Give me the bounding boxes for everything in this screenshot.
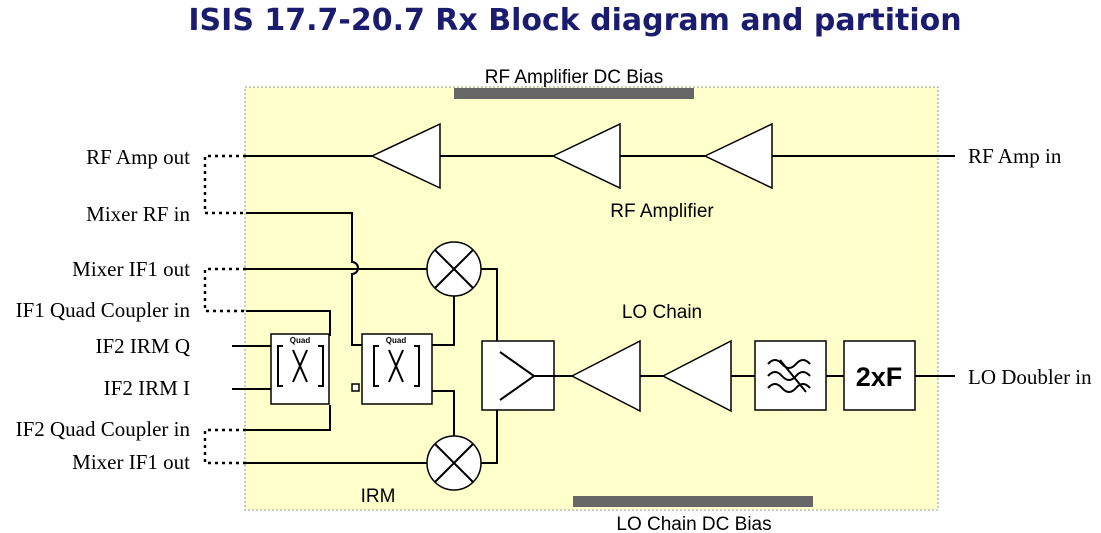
- port-if1-quad-coupler-in: IF1 Quad Coupler in: [16, 298, 191, 322]
- port-if2-irm-i: IF2 IRM I: [104, 376, 190, 400]
- port-mixer-if1-out-top: Mixer IF1 out: [72, 257, 190, 281]
- rf-amplifier-label: RF Amplifier: [610, 201, 714, 222]
- rf-amp-2-icon: [551, 122, 621, 190]
- coupler-to-mixer-top: [432, 289, 455, 346]
- port-if2-irm-q: IF2 IRM Q: [95, 334, 190, 358]
- rf-amp-3-icon: [703, 122, 773, 190]
- page-title: ISIS 17.7-20.7 Rx Block diagram and part…: [188, 3, 961, 38]
- lo-amp-2-icon: [661, 339, 732, 413]
- svg-text:2xF: 2xF: [856, 362, 903, 392]
- if2-coupler-wire: [246, 405, 331, 431]
- rf-dc-bias-bar: [454, 88, 694, 99]
- lo-dc-bias-label: LO Chain DC Bias: [616, 514, 771, 533]
- if1-coupler-wire: [246, 310, 331, 336]
- port-if2-quad-coupler-in: IF2 Quad Coupler in: [16, 417, 191, 441]
- irm-label: IRM: [361, 486, 396, 507]
- mixer-to-splitter-bottom: [481, 410, 498, 464]
- quad-coupler-2: Quad: [361, 333, 433, 405]
- lo-chain-label: LO Chain: [622, 302, 702, 323]
- mixer-bottom-icon: [426, 435, 482, 491]
- mixer-to-splitter-top: [481, 268, 498, 341]
- loopback-rf: [203, 154, 246, 215]
- port-lo-doubler-in: LO Doubler in: [968, 365, 1092, 389]
- port-mixer-if1-out-bottom: Mixer IF1 out: [72, 450, 190, 474]
- lo-splitter: [481, 340, 555, 411]
- doubler-block: 2xF: [843, 340, 916, 411]
- port-rf-amp-out: RF Amp out: [86, 145, 190, 169]
- coupler-to-mixer-bottom: [432, 390, 455, 443]
- svg-text:Quad: Quad: [290, 336, 311, 345]
- termination-icon: [351, 383, 360, 392]
- port-mixer-rf-in: Mixer RF in: [86, 202, 190, 226]
- mixer-top-icon: [426, 241, 482, 297]
- svg-text:Quad: Quad: [386, 336, 407, 345]
- lo-amp-1-icon: [570, 339, 641, 413]
- rf-amp-1-icon: [370, 122, 441, 190]
- lo-dc-bias-bar: [573, 496, 813, 507]
- filter-icon: [754, 340, 827, 411]
- loopback-if2: [203, 428, 246, 465]
- quad-coupler-1: Quad: [270, 333, 330, 405]
- loopback-if1: [203, 267, 246, 313]
- port-rf-amp-in: RF Amp in: [968, 144, 1062, 168]
- rf-dc-bias-label: RF Amplifier DC Bias: [485, 67, 663, 88]
